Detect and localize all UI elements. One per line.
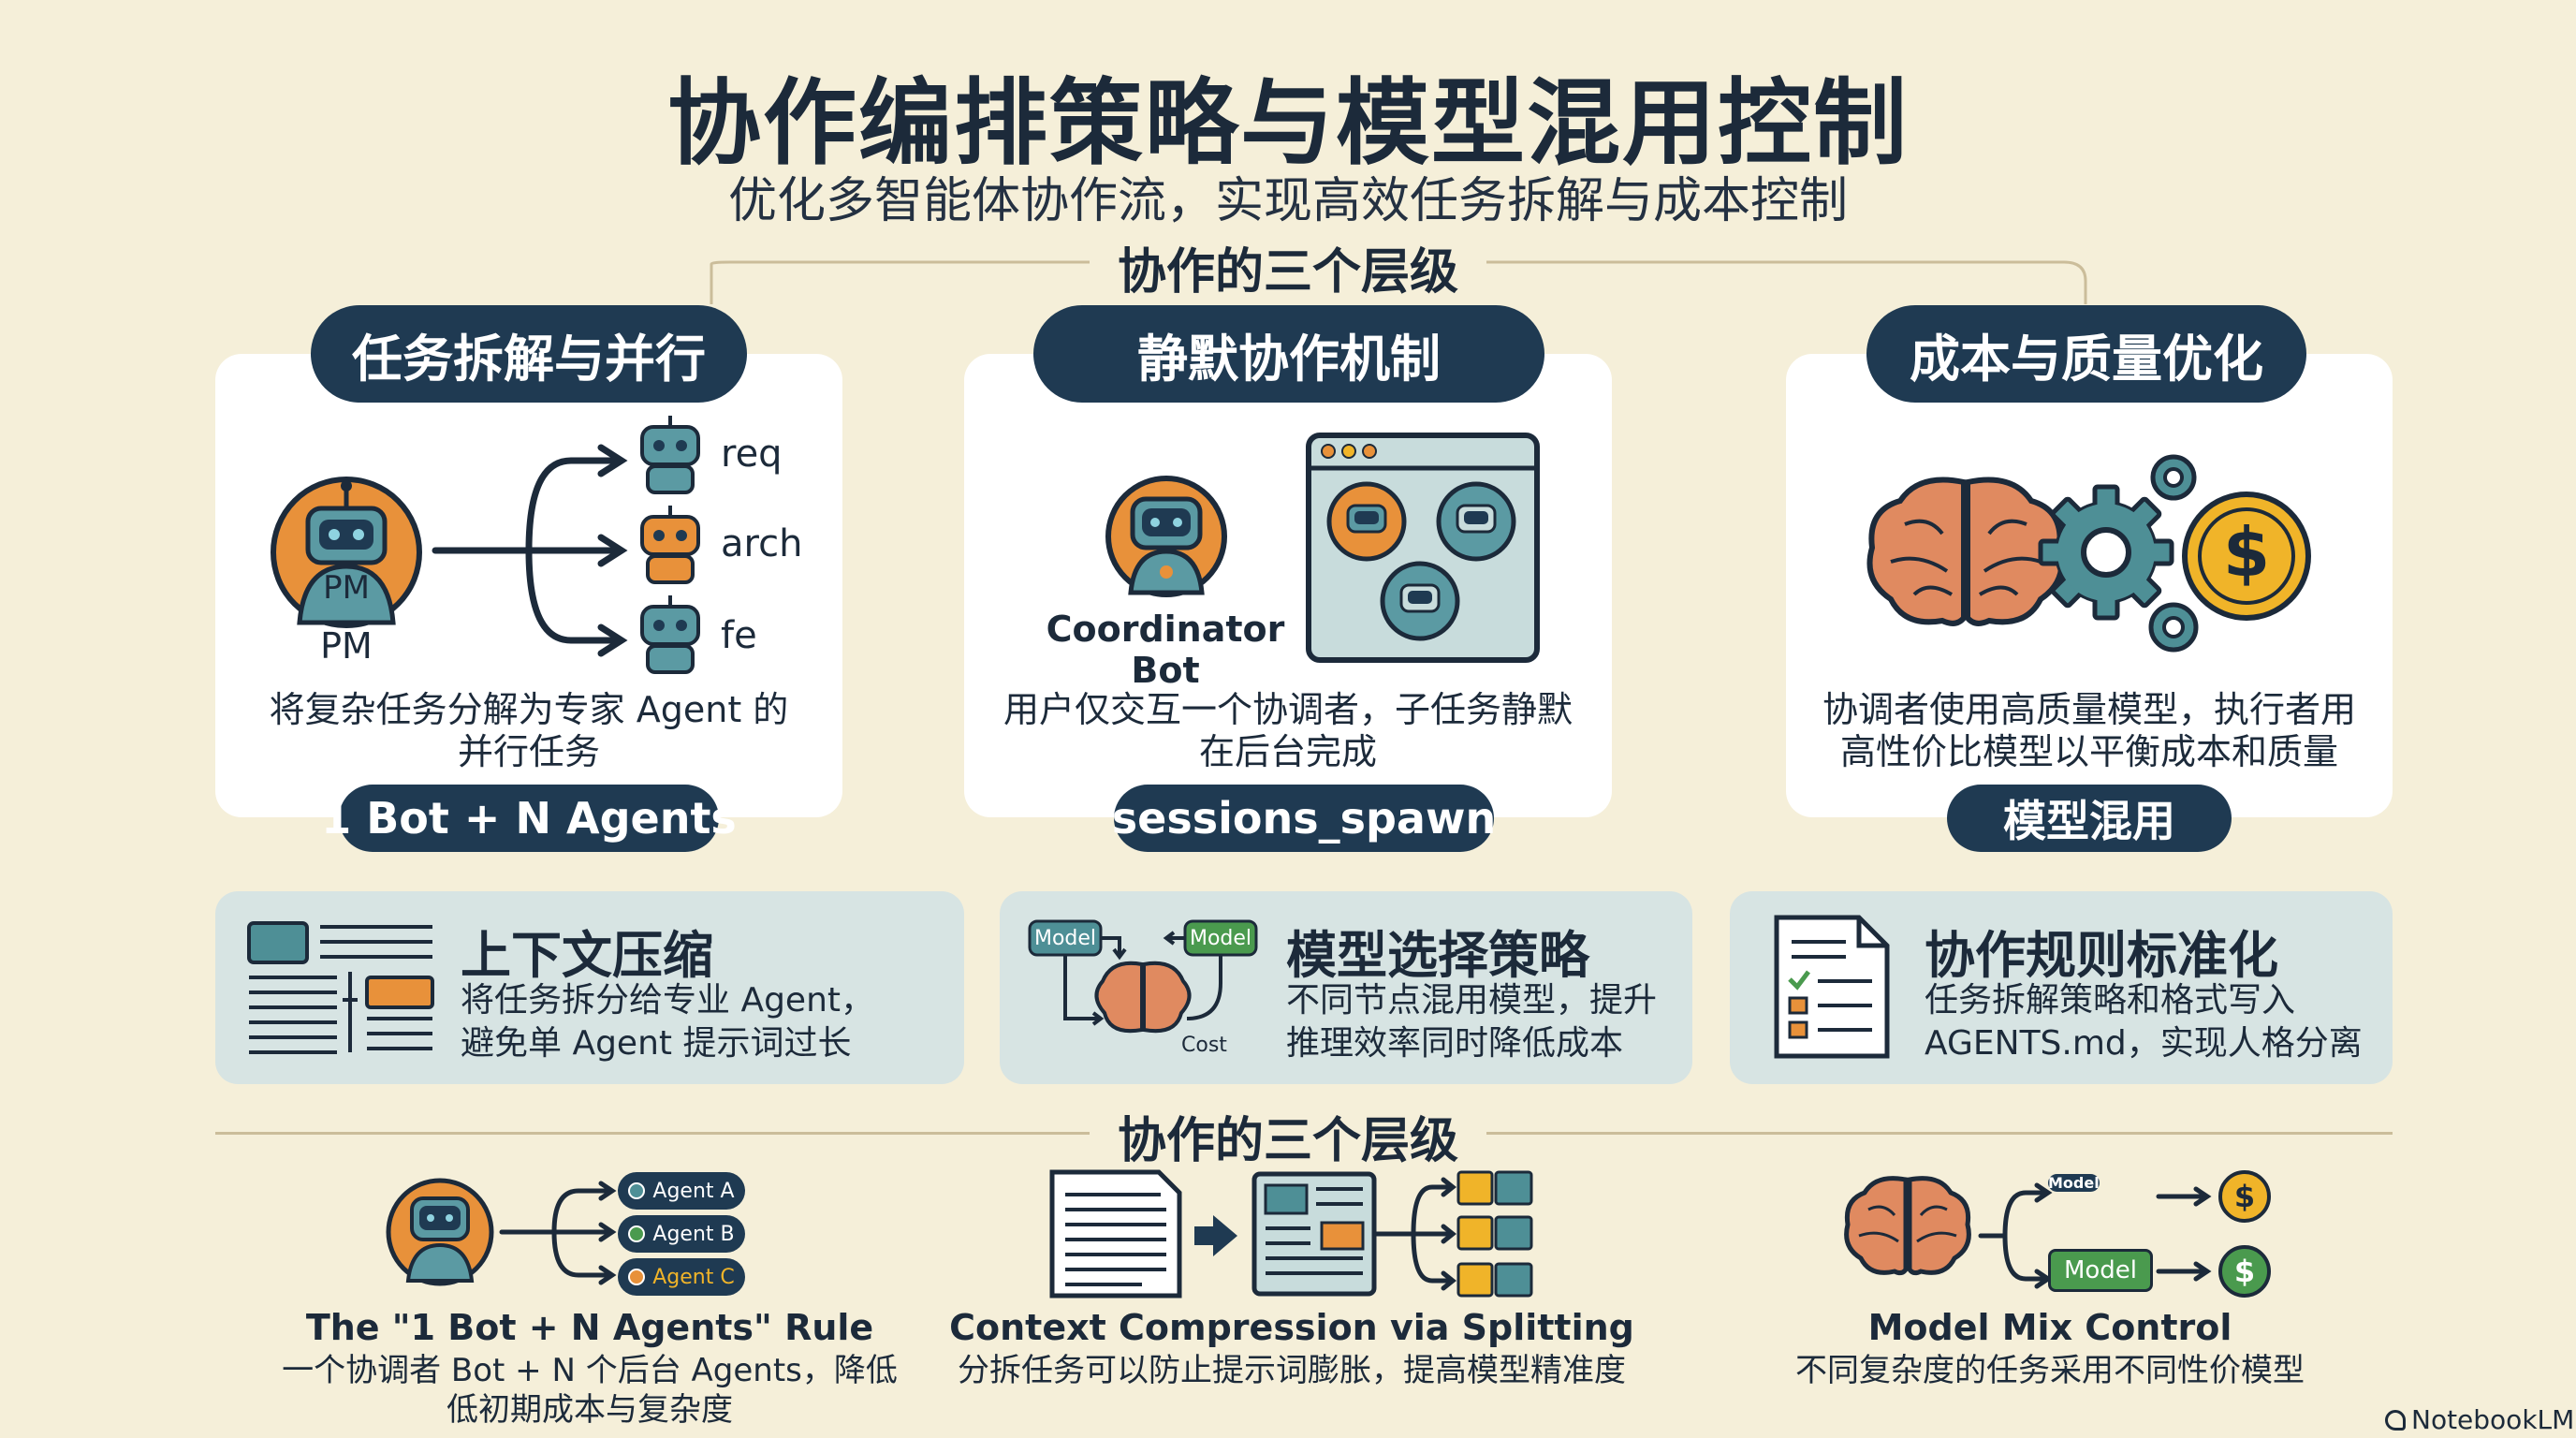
model-badge-top: Model (2048, 1174, 2100, 1192)
card-silent-collab-header: 静默协作机制 (1033, 305, 1544, 403)
model-arrow-bottom (2156, 1260, 2213, 1286)
coordinator-bot-label: Coordinator Bot (1046, 609, 1285, 691)
agent-c-label: Agent C (652, 1265, 735, 1289)
checklist-document-icon (1771, 912, 1893, 1065)
brain-icon (1863, 473, 2069, 636)
model-badge-bottom: Model (2048, 1249, 2153, 1292)
robot-fe-icon (633, 592, 708, 680)
box-rules-standardization-title: 协作规则标准化 (1925, 926, 2278, 985)
dollar-coin-top-symbol: $ (2233, 1179, 2256, 1214)
agent-b-dot (628, 1225, 646, 1242)
card-cost-quality-desc-1: 协调者使用高质量模型，执行者用 (1822, 689, 2356, 730)
box-rules-standardization-desc-1: 任务拆解策略和格式写入 (1925, 981, 2296, 1020)
notebooklm-logo-icon (2385, 1409, 2406, 1431)
card-cost-quality-header: 成本与质量优化 (1866, 305, 2306, 403)
agent-c-dot (628, 1269, 646, 1285)
pm-badge-label: PM (323, 569, 370, 607)
notebooklm-watermark: NotebookLM (2385, 1404, 2574, 1435)
box-model-selection-title: 模型选择策略 (1286, 926, 1589, 985)
dollar-coin-icon (2179, 489, 2314, 627)
card-cost-quality-desc-2: 高性价比模型以平衡成本和质量 (1839, 731, 2338, 772)
box-context-compression-desc-2: 避免单 Agent 提示词过长 (461, 1024, 852, 1063)
bottom-model-mix-desc-1: 不同复杂度的任务采用不同性价模型 (1795, 1352, 2305, 1389)
card-silent-collab-footer: sessions_spawn (1112, 785, 1496, 852)
coordinator-robot-icon (1103, 473, 1230, 604)
box-context-compression-desc-1: 将任务拆分给专业 Agent， (461, 981, 875, 1020)
model-brain-diagram-icon (1026, 917, 1260, 1062)
bottom-rule-desc-2: 低初期成本与复杂度 (446, 1391, 733, 1429)
box-context-compression (215, 891, 964, 1084)
watermark-label: NotebookLM (2411, 1404, 2575, 1435)
page-title: 协作编排策略与模型混用控制 (667, 68, 1909, 178)
bottom-compression-desc-1: 分拆任务可以防止提示词膨胀，提高模型精准度 (958, 1352, 1626, 1389)
model-right-label: Model (1189, 927, 1252, 950)
document-layout-icon (245, 916, 438, 1060)
agent-a-badge: Agent A (618, 1172, 745, 1210)
agent-b-label: Agent B (652, 1222, 735, 1246)
card-task-split-desc-2: 并行任务 (457, 731, 600, 772)
card-cost-quality-footer: 模型混用 (1947, 785, 2232, 852)
compression-flow-icon (1048, 1168, 1535, 1303)
browser-window-icon (1306, 433, 1540, 667)
section-label-top: 协作的三个层级 (1089, 244, 1486, 301)
card-task-split-footer: 1 Bot + N Agents (321, 785, 737, 852)
page-subtitle: 优化多智能体协作流，实现高效任务拆解与成本控制 (727, 173, 1848, 229)
dollar-coin-bottom-symbol: $ (2233, 1254, 2256, 1289)
bottom-compression-title: Context Compression via Splitting (949, 1307, 1634, 1348)
box-model-selection-desc-1: 不同节点混用模型，提升 (1286, 981, 1658, 1020)
card-task-split-header: 任务拆解与并行 (311, 305, 747, 403)
box-context-compression-title: 上下文压缩 (461, 926, 713, 985)
model-arrow-top (2156, 1185, 2213, 1211)
bottom-model-branches (1977, 1182, 2053, 1289)
card-task-split-desc-1: 将复杂任务分解为专家 Agent 的 (269, 689, 789, 730)
pm-robot-icon (267, 473, 426, 636)
bottom-agent-branches (498, 1181, 620, 1292)
bottom-rule-desc-1: 一个协调者 Bot + N 个后台 Agents，降低 (282, 1352, 898, 1389)
agent-a-dot (628, 1182, 646, 1199)
card-silent-collab-desc-1: 用户仅交互一个协调者，子任务静默 (1003, 689, 1573, 730)
branch-label-arch: arch (721, 522, 803, 565)
model-left-label: Model (1033, 927, 1097, 950)
robot-arch-icon (633, 502, 708, 590)
branch-arrows (431, 440, 637, 668)
agent-a-label: Agent A (652, 1179, 735, 1203)
gears-icon (2038, 445, 2209, 664)
card-silent-collab-desc-2: 在后台完成 (1198, 731, 1377, 772)
robot-req-icon (633, 412, 708, 500)
dollar-coin-top-icon: $ (2218, 1170, 2271, 1223)
pm-caption: PM (320, 625, 373, 667)
box-model-selection-desc-2: 推理效率同时降低成本 (1286, 1024, 1624, 1063)
box-rules-standardization-desc-2: AGENTS.md，实现人格分离 (1925, 1024, 2363, 1063)
bottom-rule-title: The "1 Bot + N Agents" Rule (305, 1307, 874, 1348)
section-label-bottom: 协作的三个层级 (1089, 1113, 1486, 1169)
agent-c-badge: Agent C (618, 1258, 745, 1296)
bottom-robot-icon (384, 1176, 496, 1292)
cost-label: Cost (1181, 1034, 1227, 1057)
bottom-model-mix-title: Model Mix Control (1867, 1307, 2232, 1348)
branch-label-fe: fe (721, 614, 757, 657)
agent-b-badge: Agent B (618, 1215, 745, 1253)
dollar-coin-bottom-icon: $ (2218, 1245, 2271, 1298)
dollar-symbol: $ (2222, 513, 2271, 592)
branch-label-req: req (721, 433, 783, 476)
bottom-brain-icon (1842, 1174, 1973, 1283)
